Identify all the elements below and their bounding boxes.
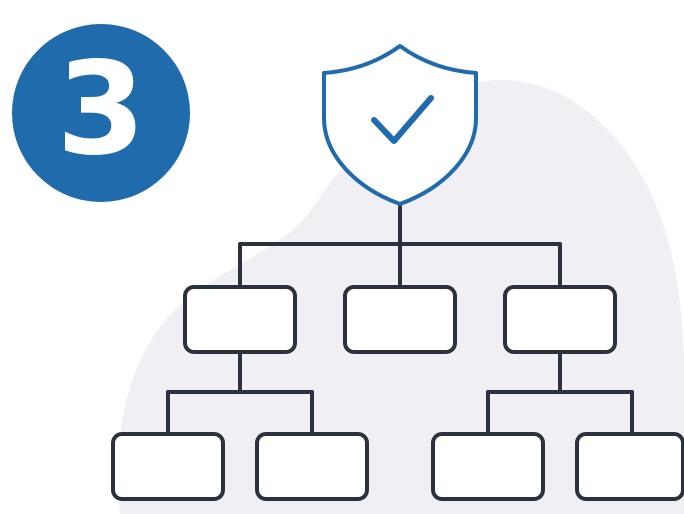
node-box	[255, 432, 369, 501]
shield-check-icon	[322, 44, 478, 206]
level-2-nodes	[111, 432, 684, 501]
shield-outline	[322, 44, 478, 206]
step-number: 3	[56, 35, 146, 184]
check-mark	[371, 95, 434, 144]
node-box	[183, 285, 297, 354]
top-branch	[238, 242, 562, 289]
node-box	[431, 432, 545, 501]
right-branch	[486, 390, 634, 436]
connector-lines	[166, 202, 634, 436]
step-badge: 3	[12, 24, 190, 202]
level-1-nodes	[183, 285, 617, 354]
node-box	[111, 432, 225, 501]
left-branch	[166, 390, 314, 436]
node-box	[503, 285, 617, 354]
node-box	[343, 285, 457, 354]
node-box	[575, 432, 684, 501]
